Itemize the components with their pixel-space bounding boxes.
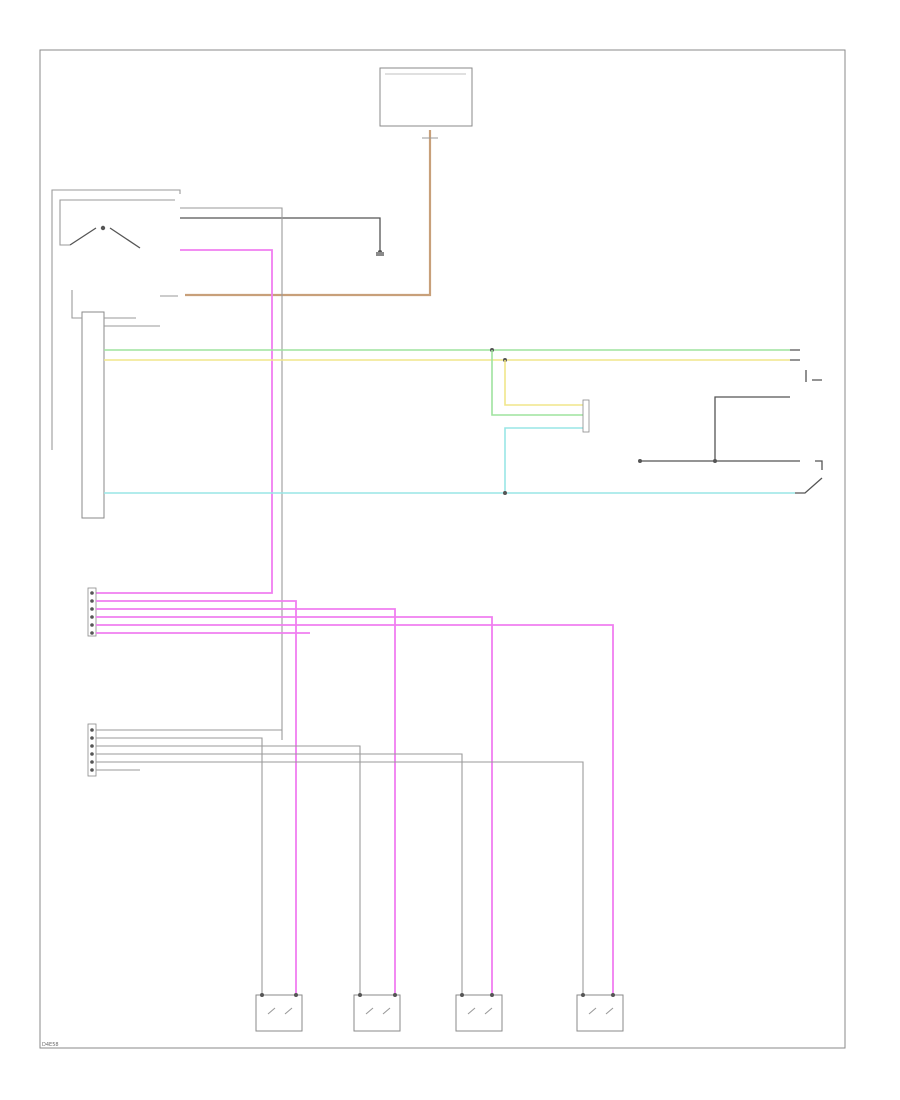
switch-contact-pivot [100,225,106,231]
bottom-module-2 [353,993,401,1032]
pink-wire-main [90,249,273,594]
green-branch [491,350,585,416]
gray-wire-2 [96,737,263,995]
yellow-branch [504,360,585,406]
neutral-switch-body [81,311,105,519]
switch-bracket-inner [59,199,175,246]
gray-wire-5 [96,761,584,995]
switch-bracket-outer [51,189,181,450]
gray-wire-a [180,207,283,740]
switch-contact-arm [69,227,141,249]
pink-wire-2 [96,600,297,995]
pink-wire-5 [96,624,614,995]
ground-wire [640,396,800,462]
gray-wire-4 [96,753,463,995]
connector-block-2 [87,723,97,777]
connector-block-1 [87,587,97,637]
ground-junction-left [638,459,642,463]
bottom-module-4 [576,993,624,1032]
ground-junction-right [713,459,717,463]
gray-wire-3 [96,745,361,995]
top-control-module [379,67,473,127]
relay-symbol [376,252,384,256]
diagram-code: D4E58 [42,1042,59,1048]
bottom-module-3 [455,993,503,1032]
cyan-branch [504,427,585,493]
pink-wire-4 [96,616,493,995]
right-switch-bottom [795,460,823,494]
bottom-module-1 [255,993,303,1032]
switch-lower-leads [71,290,178,319]
right-switch-top [790,349,822,382]
dark-wire-to-relay [180,217,381,252]
diagram-frame [39,49,846,1049]
cyan-junction [503,491,507,495]
pink-wire-3 [96,608,396,995]
shift-point-connector [582,399,590,433]
switch-inner-pins [104,317,160,327]
tan-wire [185,130,432,297]
